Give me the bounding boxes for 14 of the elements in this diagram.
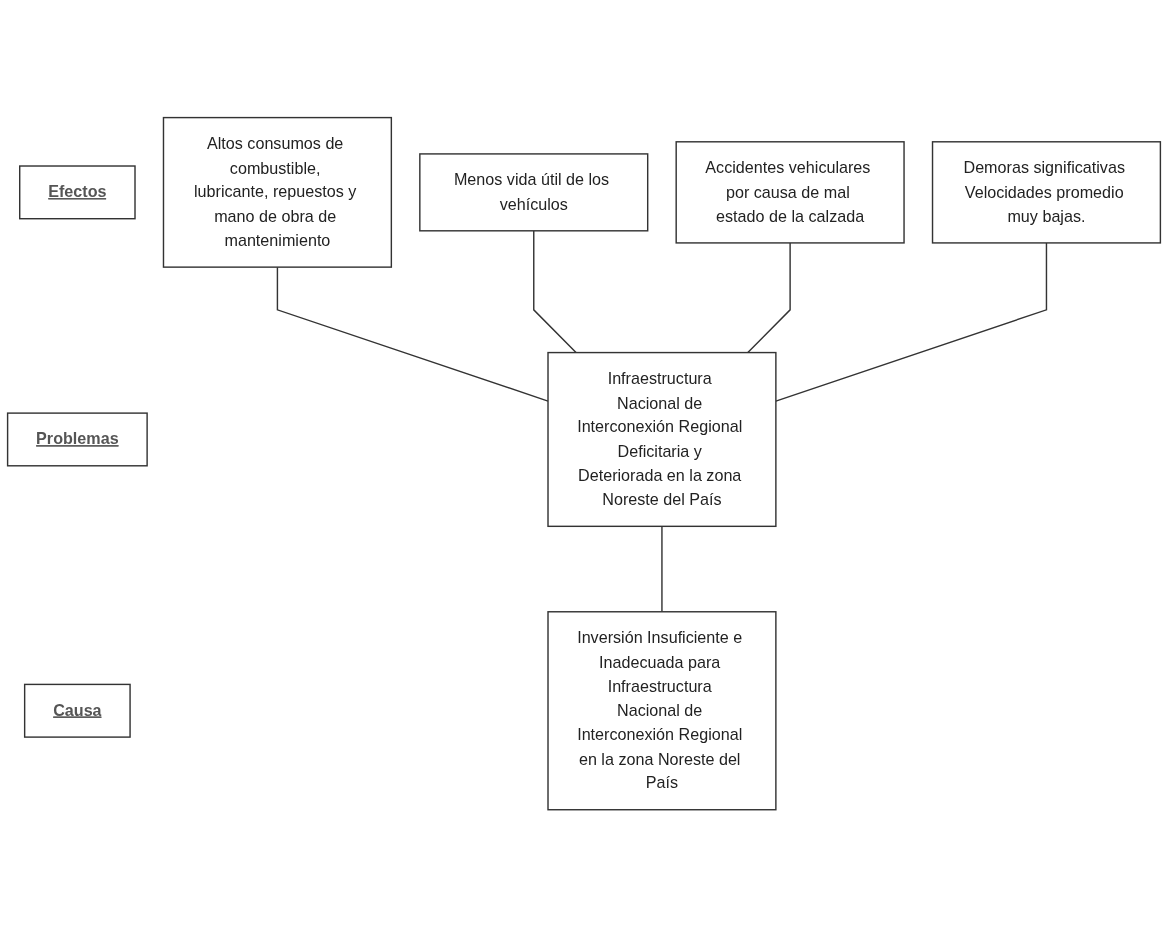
node-box: Causa bbox=[23, 684, 131, 739]
connector bbox=[276, 266, 549, 403]
connector bbox=[747, 242, 791, 354]
connector bbox=[775, 242, 1048, 403]
node-box: Infraestructura Nacional de Interconexión Regional Deficitaria y Deteriorada en la zona Noreste del País bbox=[547, 352, 777, 528]
node-box: Accidentes vehiculares por causa de mal estado de la calzada bbox=[675, 141, 905, 244]
node-box: Altos consumos de combustible, lubricante, repuestos y mano de obra de mantenimiento bbox=[162, 117, 393, 269]
connector bbox=[661, 525, 663, 613]
connector bbox=[533, 230, 577, 354]
node-box: Menos vida útil de los vehículos bbox=[419, 153, 649, 232]
node-box: Demoras significativas Velocidades promedio muy bajas. bbox=[931, 141, 1162, 244]
node-box: Efectos bbox=[19, 165, 136, 220]
node-box: Inversión Insuficiente e Inadecuada para Infraestructura Nacional de Interconexión Regional en la zona Noreste del País bbox=[547, 611, 777, 811]
node-box: Problemas bbox=[6, 412, 148, 467]
